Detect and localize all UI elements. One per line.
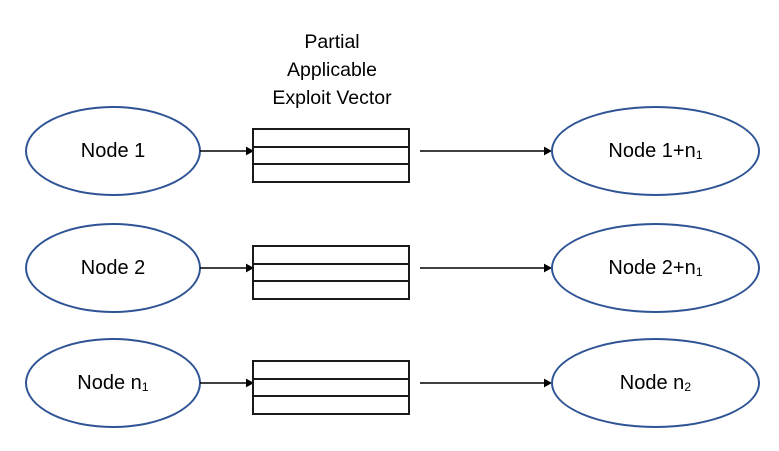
exploit-vector-cell [254,380,408,398]
exploit-vector-cell [254,130,408,148]
arrow-right-icon [420,263,552,273]
exploit-vector-cell [254,165,408,181]
arrow-right-icon [200,378,254,388]
exploit-vector-cell [254,362,408,380]
exploit-vector-cell [254,247,408,265]
exploit-vector-box [252,128,410,183]
source-node-label: Node n [77,371,142,394]
source-node: Node 1 [25,106,201,196]
arrow-right-icon [420,378,552,388]
exploit-vector-cell [254,265,408,283]
exploit-vector-box [252,245,410,300]
exploit-vector-cell [254,397,408,413]
arrow-right-icon [200,263,254,273]
target-node-label: Node 1+n [608,139,696,162]
exploit-vector-cell [254,282,408,298]
arrow-right-icon [420,146,552,156]
source-node-label: Node 1 [80,139,146,162]
target-node-label: Node n [619,371,685,394]
target-node-label: Node 2+n [608,256,696,279]
source-node: Node 2 [25,223,201,313]
exploit-vector-cell [254,148,408,166]
exploit-vector-label: Partial Applicable Exploit Vector [272,31,392,109]
arrow-right-icon [200,146,254,156]
source-node-label: Node 2 [80,256,146,279]
exploit-vector-box [252,360,410,415]
